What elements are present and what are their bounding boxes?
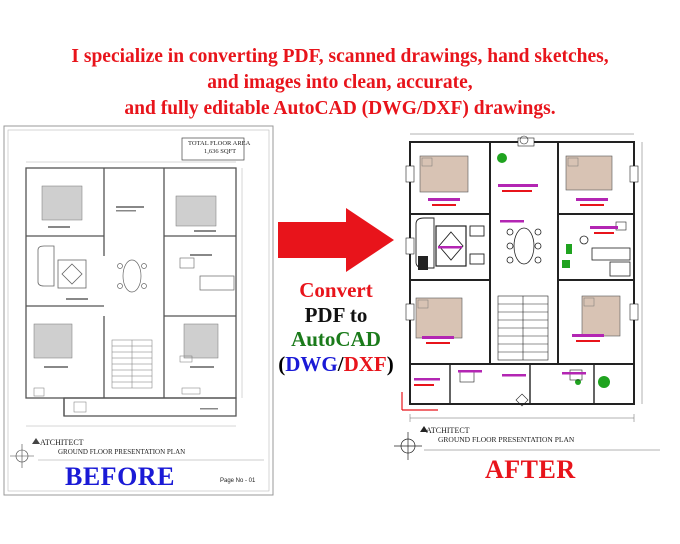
headline-line-2: and images into clean, accurate, xyxy=(207,72,473,93)
convert-slash: / xyxy=(337,351,344,376)
convert-open-paren: ( xyxy=(278,351,286,376)
before-sheet: TOTAL FLOOR AREA 1,636 SQFT ATCHITECT GR… xyxy=(3,125,274,496)
convert-format-line: (DWG/DXF) xyxy=(266,352,406,377)
convert-word-1: Convert xyxy=(299,278,373,302)
convert-word-2: PDF to xyxy=(304,302,368,327)
after-architect: ATCHITECT xyxy=(426,426,470,435)
convert-text: Convert PDF to AutoCAD (DWG/DXF) xyxy=(266,278,406,376)
after-plan-title: GROUND FLOOR PRESENTATION PLAN xyxy=(438,435,575,444)
headline-line-3: and fully editable AutoCAD (DWG/DXF) dra… xyxy=(124,98,556,119)
convert-close-paren: ) xyxy=(386,351,394,376)
after-sheet: ATCHITECT GROUND FLOOR PRESENTATION PLAN xyxy=(394,128,668,468)
after-label: AFTER xyxy=(485,455,576,484)
convert-dxf: DXF xyxy=(343,351,387,376)
after-floor-plan xyxy=(394,133,660,460)
headline-line-1: I specialize in converting PDF, scanned … xyxy=(71,46,609,67)
convert-dwg: DWG xyxy=(285,351,338,376)
before-page-no: Page No - 01 xyxy=(220,478,256,484)
before-plan-title: GROUND FLOOR PRESENTATION PLAN xyxy=(58,448,186,456)
before-floor-plan xyxy=(3,125,274,496)
before-architect: ATCHITECT xyxy=(40,438,84,447)
convert-word-3: AutoCAD xyxy=(291,327,381,351)
before-area-line-2: 1,636 SQFT xyxy=(204,148,237,155)
before-label: BEFORE xyxy=(65,462,175,491)
convert-arrow xyxy=(278,208,394,272)
headline: I specialize in converting PDF, scanned … xyxy=(0,44,680,122)
before-area-line-1: TOTAL FLOOR AREA xyxy=(188,140,251,147)
